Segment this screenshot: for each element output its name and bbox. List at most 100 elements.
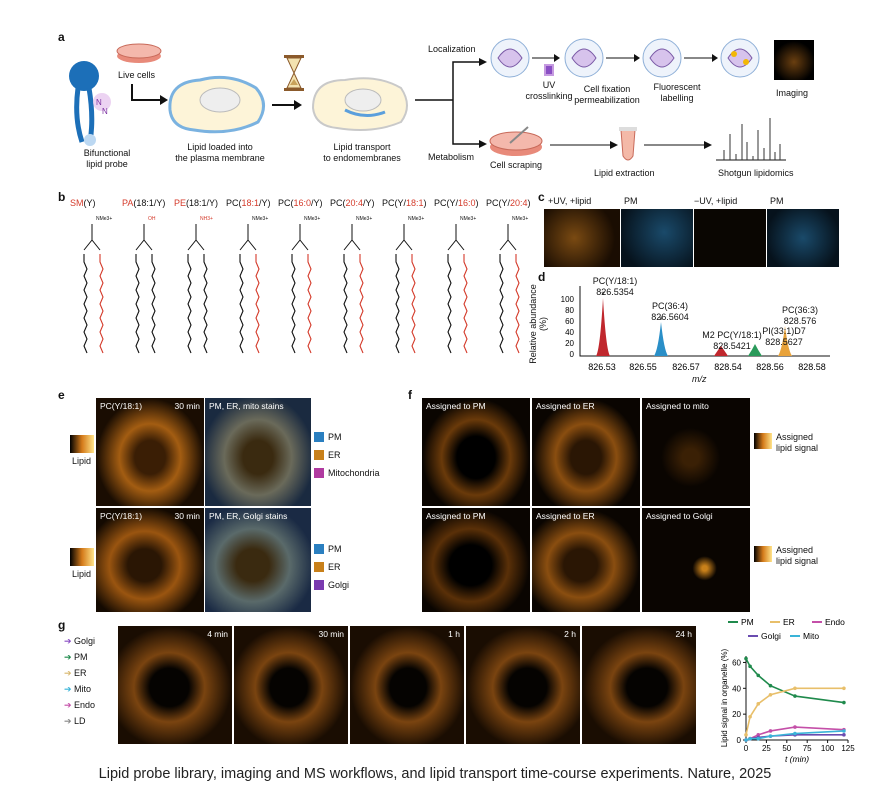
- fluor-label: Fluorescent labelling: [653, 82, 701, 103]
- legend-label: Mito: [803, 631, 819, 641]
- mito-legend: Mitochondria: [328, 468, 380, 478]
- ms-axis: 100 80 60 40 20 0 826.53 826.55 826.57 8…: [561, 286, 830, 372]
- localization-label: Localization: [428, 44, 476, 54]
- assigned-label-2: Assigned lipid signal: [776, 545, 819, 566]
- x-axis-label: t (min): [785, 754, 809, 764]
- ms-ylabel: Relative abundance(%): [528, 284, 548, 364]
- x-tick-label: 50: [782, 744, 791, 753]
- x-tick-label: 125: [841, 744, 855, 753]
- f-image-golgi: Assigned to Golgi: [642, 508, 750, 612]
- cell-transport-illustration: [311, 77, 408, 131]
- x-tick-label: 25: [762, 744, 771, 753]
- localization-workflow: [490, 38, 760, 78]
- ms-xtick: 828.58: [798, 362, 826, 372]
- y-tick-label: 0: [737, 736, 742, 745]
- svg-text:NMe3+: NMe3+: [408, 216, 424, 222]
- g-legend-item: ➔ Mito: [64, 684, 92, 694]
- data-point: [793, 731, 797, 736]
- c-title-4: PM: [770, 196, 784, 206]
- data-point: [842, 733, 846, 737]
- ms-ytick: 80: [565, 306, 574, 315]
- lipid-label-1: Lipid: [72, 456, 92, 466]
- spectrum-icon: [716, 118, 786, 161]
- g-timepoint-image: 4 min: [118, 626, 232, 744]
- er-legend-2: ER: [328, 562, 341, 572]
- fixation-label: Cell fixation permeabilization: [574, 84, 640, 105]
- ms-marker: *: [659, 315, 663, 325]
- golgi-swatch: [314, 580, 324, 590]
- svg-text:NMe3+: NMe3+: [460, 216, 476, 222]
- lipid-label-2: Lipid: [72, 569, 92, 579]
- probe-structure: NMe3+: [395, 216, 424, 354]
- probe-name: PA(18:1/Y): [122, 198, 166, 208]
- lipid-colorbar: [70, 435, 94, 453]
- ms-peak-label-5: PC(36:3)828.576: [781, 305, 818, 326]
- arrow-icon: ➔: [64, 700, 75, 710]
- assigned-colorbar: [754, 546, 772, 562]
- data-point: [793, 694, 797, 698]
- arrow-icon: ➔: [64, 652, 75, 662]
- data-point: [768, 734, 773, 738]
- branch-arrows: [415, 58, 487, 148]
- arrow-icon: ➔: [64, 684, 75, 694]
- svg-text:NH3+: NH3+: [200, 216, 213, 222]
- er-swatch: [314, 450, 324, 460]
- ms-xtick: 826.53: [588, 362, 616, 372]
- legend-label: ER: [783, 617, 795, 627]
- data-point: [842, 729, 846, 733]
- petri-dish-icon: [116, 43, 162, 63]
- lipid-probe-illustration: N N: [69, 61, 111, 146]
- g-time-label: 4 min: [207, 629, 228, 639]
- g-time-label: 24 h: [675, 629, 692, 639]
- svg-text:NMe3+: NMe3+: [356, 216, 372, 222]
- ms-peak-4: [748, 344, 762, 356]
- scraping-dish-icon: [489, 126, 543, 156]
- er-legend: ER: [328, 450, 341, 460]
- g-time-label: 1 h: [448, 629, 460, 639]
- ms-xtick: 828.56: [756, 362, 784, 372]
- ms-peak-1: [596, 298, 610, 356]
- c-image-pm-1: [621, 209, 693, 267]
- pm-swatch: [314, 432, 324, 442]
- f-image-er-1: Assigned to ER: [532, 398, 640, 506]
- ms-ytick: 60: [565, 317, 574, 326]
- g-legend-item: ➔ PM: [64, 652, 88, 662]
- panel-a-label: a: [58, 30, 65, 44]
- probe-structure: NMe3+: [83, 216, 112, 354]
- ms-xtick: 826.55: [629, 362, 657, 372]
- data-point: [793, 725, 797, 729]
- probe-structure: NMe3+: [343, 216, 372, 354]
- probe-structure: NH3+: [187, 216, 213, 354]
- metabolism-label: Metabolism: [428, 152, 475, 162]
- mito-swatch: [314, 468, 324, 478]
- panel-g-label: g: [58, 618, 66, 632]
- transport-label: Lipid transport to endomembranes: [323, 142, 401, 163]
- probe-structure: OH: [135, 216, 156, 354]
- data-point: [748, 714, 752, 719]
- data-point: [842, 700, 846, 705]
- uv-label: UV crosslinking: [525, 80, 573, 101]
- ms-peak-label-2: PC(36:4)826.5604: [651, 301, 689, 322]
- arrow-icon: [131, 84, 168, 105]
- y-tick-label: 60: [732, 658, 741, 667]
- mass-spectrum: 100 80 60 40 20 0 826.53 826.55 826.57 8…: [561, 286, 830, 372]
- g-time-label: 2 h: [564, 629, 576, 639]
- probe-name: PC(Y/16:0): [434, 198, 479, 208]
- arrow-icon: ➔: [64, 716, 75, 726]
- golgi-legend: Golgi: [328, 580, 350, 590]
- lipid-colorbar: [70, 548, 94, 566]
- y-axis-label: Lipid signal in organelle (%): [720, 649, 729, 748]
- assigned-label-1: Assigned lipid signal: [776, 432, 819, 453]
- imaging-thumbnail: [774, 40, 814, 80]
- probe-structure: NMe3+: [291, 216, 320, 354]
- loaded-label: Lipid loaded into the plasma membrane: [175, 142, 265, 163]
- e-image-lipid-2: PC(Y/18:1) 30 min: [96, 508, 204, 612]
- probe-name: PC(Y/20:4): [486, 198, 531, 208]
- probe-name: PE(18:1/Y): [174, 198, 219, 208]
- ms-ytick: 100: [561, 295, 575, 304]
- data-point: [744, 738, 748, 742]
- panel-c-label: c: [538, 190, 545, 204]
- svg-text:NMe3+: NMe3+: [304, 216, 320, 222]
- f-image-pm-2: Assigned to PM: [422, 508, 530, 612]
